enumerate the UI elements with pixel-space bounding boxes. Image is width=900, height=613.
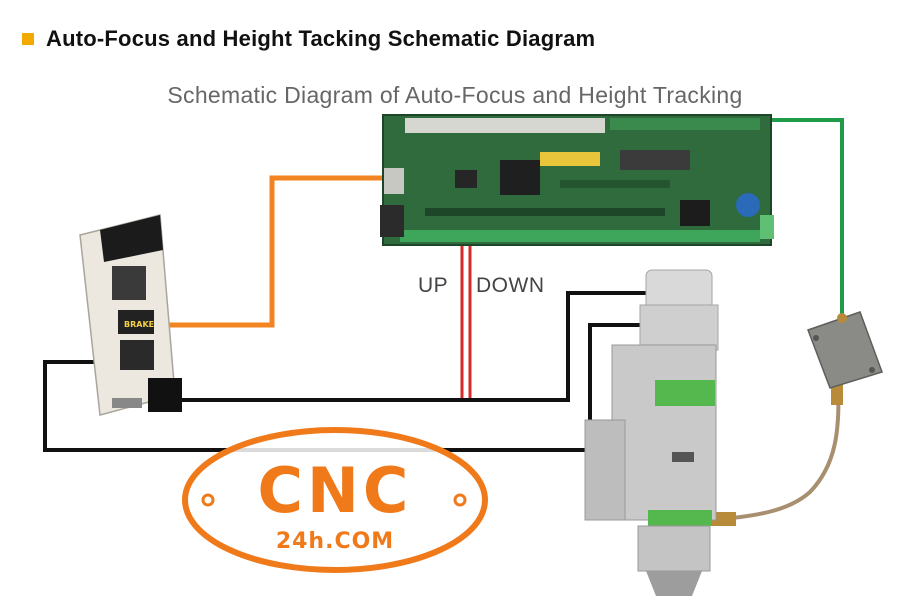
servo-drive: BRAKE bbox=[79, 214, 182, 416]
section-header: Auto-Focus and Height Tacking Schematic … bbox=[22, 26, 595, 52]
logo-domain-text: 24h.COM bbox=[276, 529, 394, 554]
green-sensor-wire bbox=[762, 118, 844, 318]
page-title: Auto-Focus and Height Tacking Schematic … bbox=[46, 26, 596, 51]
brake-label: BRAKE bbox=[124, 320, 154, 329]
rf-connector-top bbox=[831, 383, 843, 405]
up-label: UP bbox=[418, 274, 448, 297]
cnc24h-watermark-logo: CNC 24h.COM bbox=[182, 427, 488, 573]
down-label: DOWN bbox=[476, 274, 545, 297]
diagram-subtitle: Schematic Diagram of Auto-Focus and Heig… bbox=[167, 82, 743, 108]
rf-connector-bottom bbox=[712, 512, 736, 526]
orange-signal-wire bbox=[160, 175, 390, 328]
logo-cnc-text: CNC bbox=[258, 454, 413, 527]
laser-head bbox=[584, 269, 719, 596]
motor-wire-upper bbox=[180, 291, 686, 402]
amplifier bbox=[807, 311, 883, 389]
rf-coax-cable bbox=[711, 384, 841, 522]
controller-board bbox=[380, 114, 774, 246]
bullet-icon bbox=[22, 33, 34, 45]
